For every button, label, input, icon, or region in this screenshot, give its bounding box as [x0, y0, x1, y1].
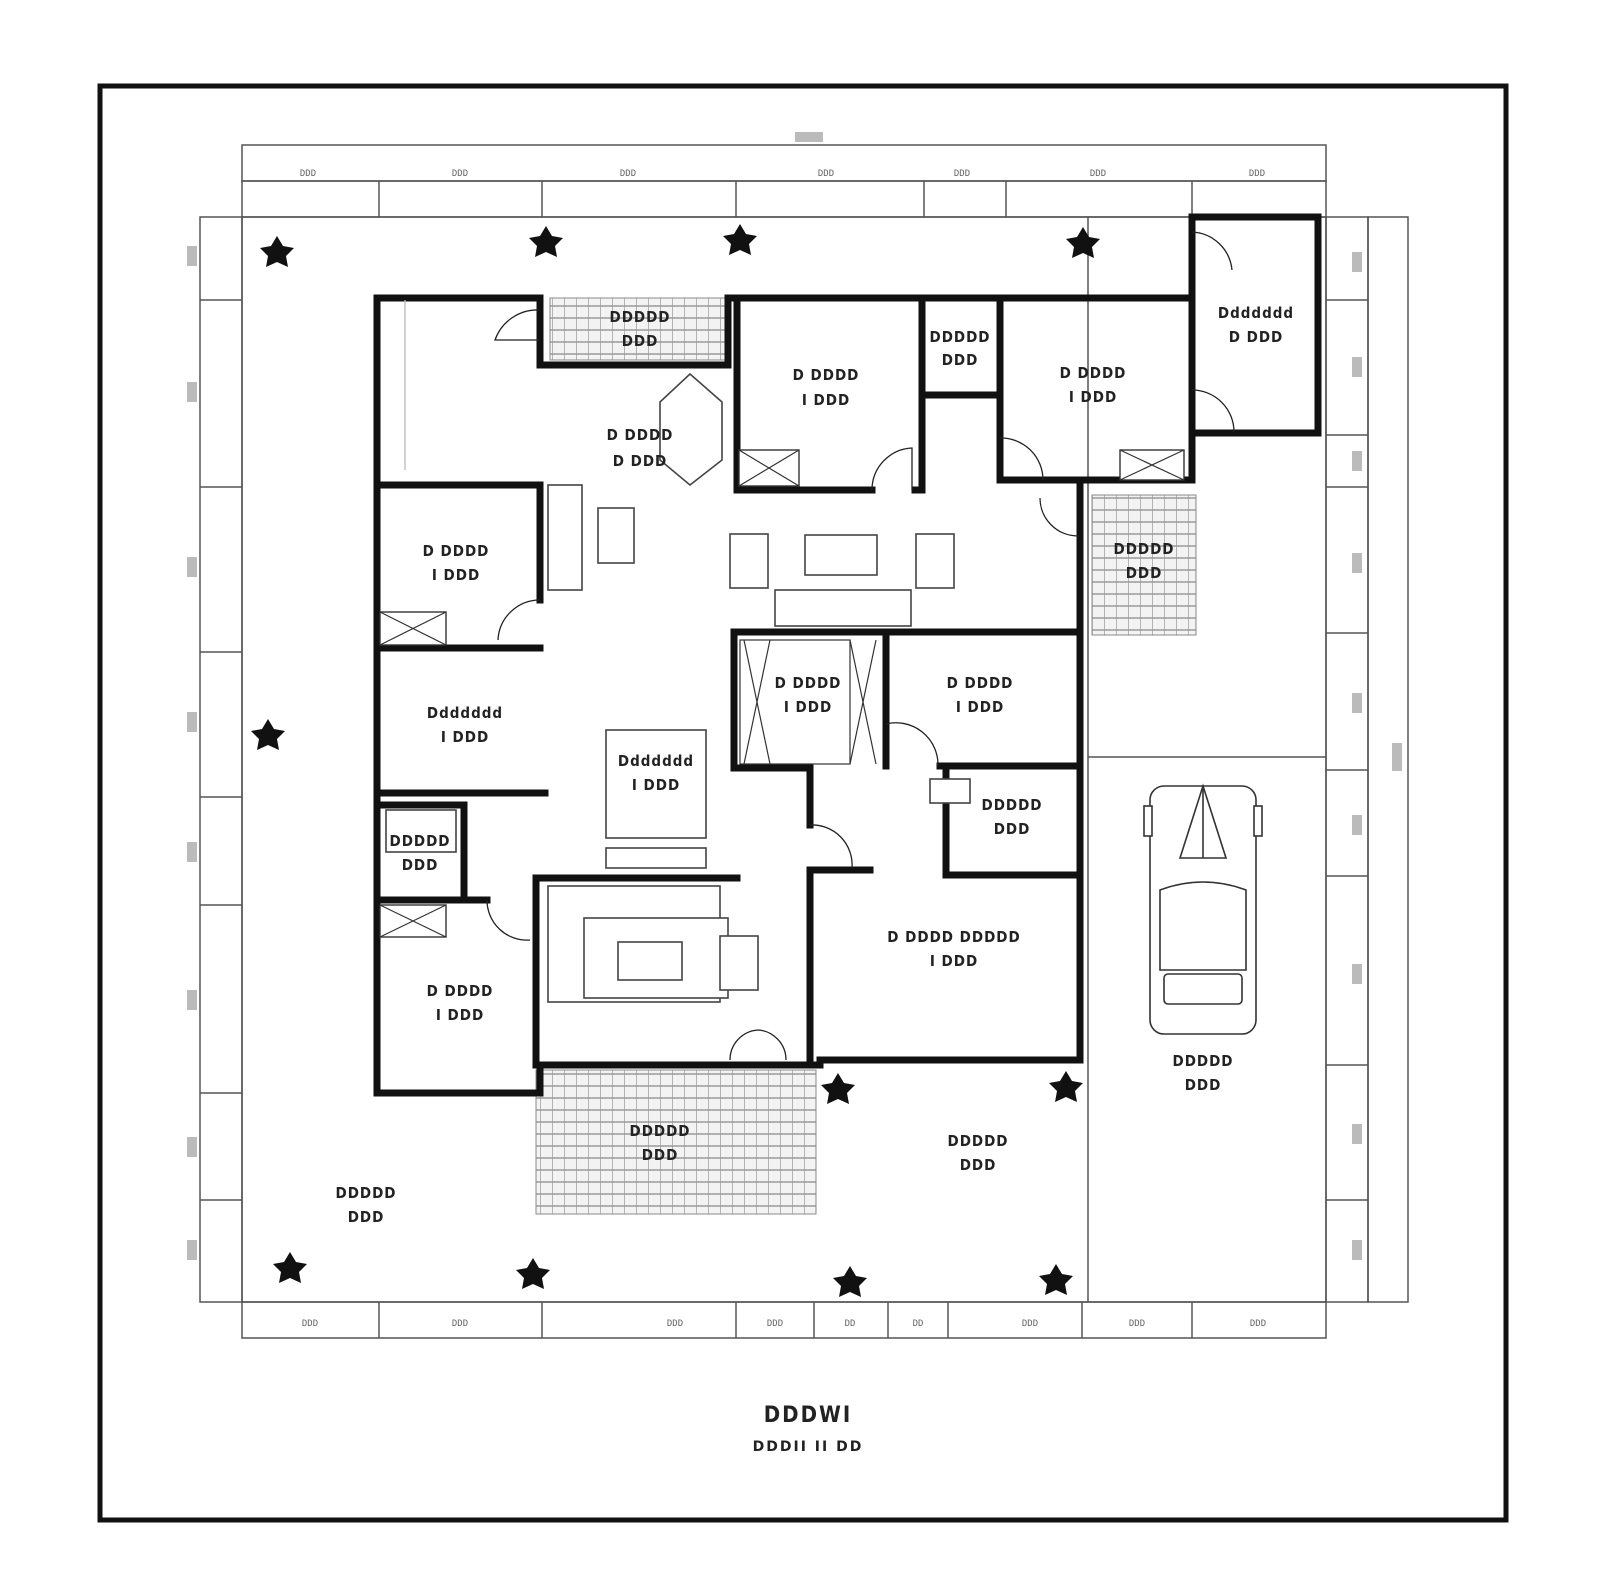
room-bed-top-center-area: I DDD	[802, 391, 850, 409]
walls	[373, 213, 1322, 1097]
car-icon	[1143, 783, 1263, 1035]
top-dimension-labels: DDD DDD DDD DDD DDD DDD DDD	[300, 169, 1265, 179]
svg-text:DDD: DDD	[667, 1319, 683, 1329]
room-porch-name: DDDDD	[629, 1122, 690, 1140]
tree-icon	[251, 719, 285, 750]
room-bed-bottom-left-area: I DDD	[436, 1006, 484, 1024]
room-kitchen-island-name: Ddddddd	[618, 752, 694, 770]
room-bath-left-area: DDD	[402, 856, 439, 874]
room-walkin-area: I DDD	[784, 698, 832, 716]
svg-text:DDD: DDD	[1250, 1319, 1266, 1329]
room-yard-left-area: DDD	[348, 1208, 385, 1226]
room-small-top-area: DDD	[942, 351, 979, 369]
room-dining-area: I DDD	[441, 728, 489, 746]
room-stair-top-name: DDDDD	[609, 308, 670, 326]
room-bed-mid-right-name: D DDDD	[947, 674, 1014, 692]
svg-text:DDD: DDD	[300, 169, 316, 179]
tree-icon	[1066, 227, 1100, 258]
stair-top-hatch	[549, 297, 729, 361]
room-bed-top-right-name: D DDDD	[1060, 364, 1127, 382]
room-small-top-name: DDDDD	[929, 328, 990, 346]
svg-text:DDD: DDD	[302, 1319, 318, 1329]
drawing-frame	[97, 83, 1509, 1523]
side-ticks	[187, 132, 1402, 1260]
svg-text:DD: DD	[913, 1319, 924, 1329]
tree-icon	[529, 226, 563, 257]
tree-icon	[723, 224, 757, 255]
tree-icon	[821, 1073, 855, 1104]
room-bed-bottom-left-name: D DDDD	[427, 982, 494, 1000]
tree-icon	[833, 1266, 867, 1297]
room-yard-right-name: DDDDD	[947, 1132, 1008, 1150]
tree-icon	[1049, 1071, 1083, 1102]
room-bed-top-center-name: D DDDD	[793, 366, 860, 384]
tree-icon	[273, 1252, 307, 1283]
room-master-name: D DDDD DDDDD	[887, 928, 1020, 946]
doors	[404, 231, 1235, 1061]
furniture	[385, 372, 971, 1003]
room-yard-left-name: DDDDD	[335, 1184, 396, 1202]
porch-hatch	[535, 1069, 817, 1215]
room-stair-right-area: DDD	[1126, 564, 1163, 582]
svg-text:DDD: DDD	[818, 169, 834, 179]
room-stair-top-area: DDD	[622, 332, 659, 350]
svg-text:DD: DD	[845, 1319, 856, 1329]
room-bed-left-name: D DDDD	[423, 542, 490, 560]
stair-right-hatch	[1091, 494, 1197, 636]
room-living-area: D DDD	[613, 452, 668, 470]
room-porch-area: DDD	[642, 1146, 679, 1164]
room-stair-right-name: DDDDD	[1113, 540, 1174, 558]
trees	[251, 224, 1100, 1297]
tree-icon	[516, 1258, 550, 1289]
room-garage-area: DDD	[1185, 1076, 1222, 1094]
svg-text:DDD: DDD	[620, 169, 636, 179]
room-walkin-name: D DDDD	[775, 674, 842, 692]
room-bath-right-name: DDDDD	[981, 796, 1042, 814]
room-yard-right-area: DDD	[960, 1156, 997, 1174]
svg-text:DDD: DDD	[1129, 1319, 1145, 1329]
room-master-area: I DDD	[930, 952, 978, 970]
room-bed-top-right-area: I DDD	[1069, 388, 1117, 406]
svg-text:DDD: DDD	[1090, 169, 1106, 179]
room-bed-mid-right-area: I DDD	[956, 698, 1004, 716]
room-bath-right-area: DDD	[994, 820, 1031, 838]
room-bed-left-area: I DDD	[432, 566, 480, 584]
svg-text:DDD: DDD	[1022, 1319, 1038, 1329]
svg-text:DDD: DDD	[954, 169, 970, 179]
room-dining-name: Ddddddd	[427, 704, 503, 722]
room-garage-name: DDDDD	[1172, 1052, 1233, 1070]
drawing-title: DDDWI	[764, 1403, 853, 1428]
closets	[379, 449, 1185, 938]
drawing-subtitle: DDDII II DD	[753, 1439, 864, 1455]
dimension-lines	[199, 144, 1409, 1339]
room-entry-name: Ddddddd	[1218, 304, 1294, 322]
tree-icon	[260, 236, 294, 267]
svg-text:DDD: DDD	[452, 169, 468, 179]
room-bath-left-name: DDDDD	[389, 832, 450, 850]
bottom-dimension-labels: DDD DDD DDD DDD DD DD DDD DDD DDD	[302, 1319, 1266, 1329]
tree-icon	[1039, 1264, 1073, 1295]
room-living-name: D DDDD	[607, 426, 674, 444]
room-entry-area: D DDD	[1229, 328, 1284, 346]
svg-text:DDD: DDD	[767, 1319, 783, 1329]
room-labels: D DDDD D DDD D DDDD I DDD DDDDD DDD D DD…	[335, 304, 1294, 1226]
svg-text:DDD: DDD	[452, 1319, 468, 1329]
room-kitchen-island-area: I DDD	[632, 776, 680, 794]
svg-text:DDD: DDD	[1249, 169, 1265, 179]
